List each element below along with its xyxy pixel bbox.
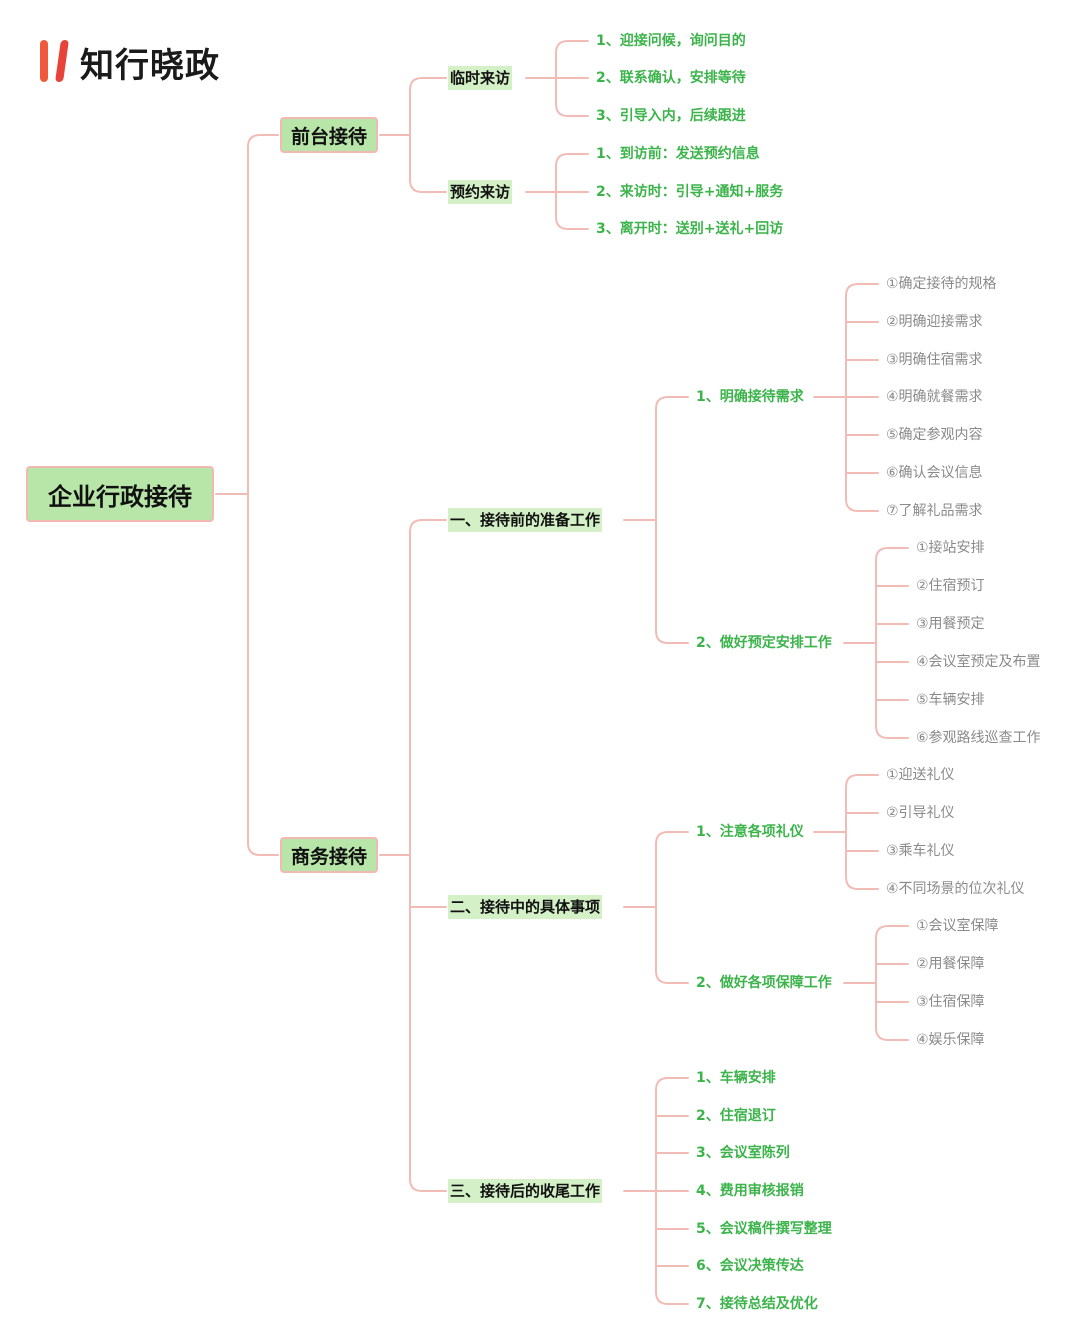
leaf-booking-4: ④会议室预定及布置 bbox=[916, 654, 1041, 670]
leaf-etiquette-1: ①迎送礼仪 bbox=[886, 767, 955, 783]
leaf-needs-5: ⑤确定参观内容 bbox=[886, 427, 983, 443]
logo-bar-left bbox=[40, 40, 48, 82]
leaf-temporary-3: 3、引导入内，后续跟进 bbox=[596, 108, 746, 124]
leaf-appointment-1: 1、到访前：发送预约信息 bbox=[596, 146, 760, 162]
leaf-after-5: 5、会议稿件撰写整理 bbox=[696, 1221, 832, 1237]
leaf-etiquette-3: ③乘车礼仪 bbox=[886, 843, 955, 859]
leaf-temporary-2: 2、联系确认，安排等待 bbox=[596, 70, 746, 86]
node-during-matters: 二、接待中的具体事项 bbox=[448, 895, 603, 919]
node-booking-arrangements: 2、做好预定安排工作 bbox=[696, 635, 832, 651]
node-front-desk: 前台接待 bbox=[280, 117, 378, 153]
leaf-support-3: ③住宿保障 bbox=[916, 994, 985, 1010]
leaf-after-1: 1、车辆安排 bbox=[696, 1070, 776, 1086]
leaf-needs-6: ⑥确认会议信息 bbox=[886, 465, 983, 481]
leaf-etiquette-4: ④不同场景的位次礼仪 bbox=[886, 881, 1025, 897]
leaf-temporary-1: 1、迎接问候，询问目的 bbox=[596, 33, 746, 49]
leaf-needs-7: ⑦了解礼品需求 bbox=[886, 503, 983, 519]
root-node: 企业行政接待 bbox=[26, 466, 214, 522]
leaf-after-7: 7、接待总结及优化 bbox=[696, 1296, 818, 1312]
leaf-booking-2: ②住宿预订 bbox=[916, 578, 985, 594]
node-business: 商务接待 bbox=[280, 837, 378, 873]
node-appointment-visit: 预约来访 bbox=[448, 180, 513, 204]
leaf-support-1: ①会议室保障 bbox=[916, 918, 999, 934]
leaf-booking-1: ①接站安排 bbox=[916, 540, 985, 556]
node-etiquette: 1、注意各项礼仪 bbox=[696, 824, 804, 840]
leaf-booking-6: ⑥参观路线巡查工作 bbox=[916, 730, 1041, 746]
leaf-needs-4: ④明确就餐需求 bbox=[886, 389, 983, 405]
leaf-after-2: 2、住宿退订 bbox=[696, 1108, 776, 1124]
leaf-after-4: 4、费用审核报销 bbox=[696, 1183, 804, 1199]
leaf-etiquette-2: ②引导礼仪 bbox=[886, 805, 955, 821]
leaf-needs-3: ③明确住宿需求 bbox=[886, 352, 983, 368]
node-support-work: 2、做好各项保障工作 bbox=[696, 975, 832, 991]
leaf-after-6: 6、会议决策传达 bbox=[696, 1258, 804, 1274]
node-clarify-needs: 1、明确接待需求 bbox=[696, 389, 804, 405]
leaf-after-3: 3、会议室陈列 bbox=[696, 1145, 790, 1161]
leaf-support-4: ④娱乐保障 bbox=[916, 1032, 985, 1048]
node-after-wrapup: 三、接待后的收尾工作 bbox=[448, 1179, 603, 1203]
leaf-appointment-3: 3、离开时：送别+送礼+回访 bbox=[596, 221, 784, 237]
leaf-needs-2: ②明确迎接需求 bbox=[886, 314, 983, 330]
leaf-support-2: ②用餐保障 bbox=[916, 956, 985, 972]
leaf-booking-5: ⑤车辆安排 bbox=[916, 692, 985, 708]
leaf-appointment-2: 2、来访时：引导+通知+服务 bbox=[596, 184, 784, 200]
brand-name: 知行晓政 bbox=[80, 46, 220, 86]
leaf-booking-3: ③用餐预定 bbox=[916, 616, 985, 632]
node-before-preparation: 一、接待前的准备工作 bbox=[448, 508, 603, 532]
node-temporary-visit: 临时来访 bbox=[448, 66, 513, 90]
leaf-needs-1: ①确定接待的规格 bbox=[886, 276, 997, 292]
